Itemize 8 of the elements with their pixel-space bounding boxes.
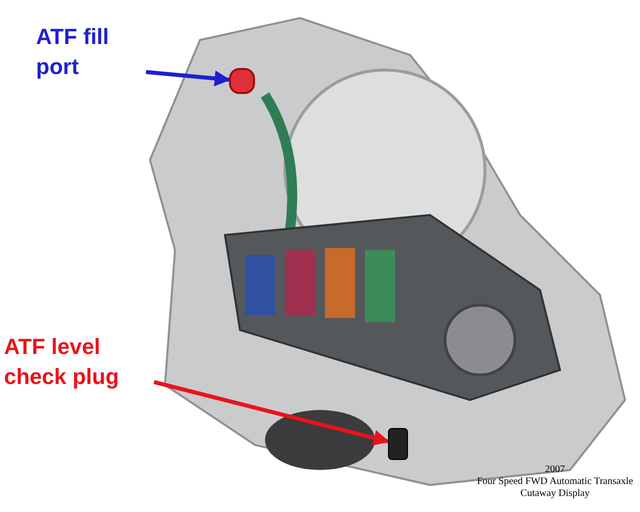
callout-label: ATF level check plug (4, 333, 120, 391)
caption-text: Cutaway Display (520, 488, 590, 500)
callout-label: ATF fill port (36, 23, 110, 81)
caption-text: Four Speed FWD Automatic Transaxle (476, 476, 634, 488)
arrow (146, 70, 231, 86)
arrow (154, 380, 390, 446)
check-plug (388, 428, 408, 460)
caption-text: 2007 (545, 464, 565, 476)
